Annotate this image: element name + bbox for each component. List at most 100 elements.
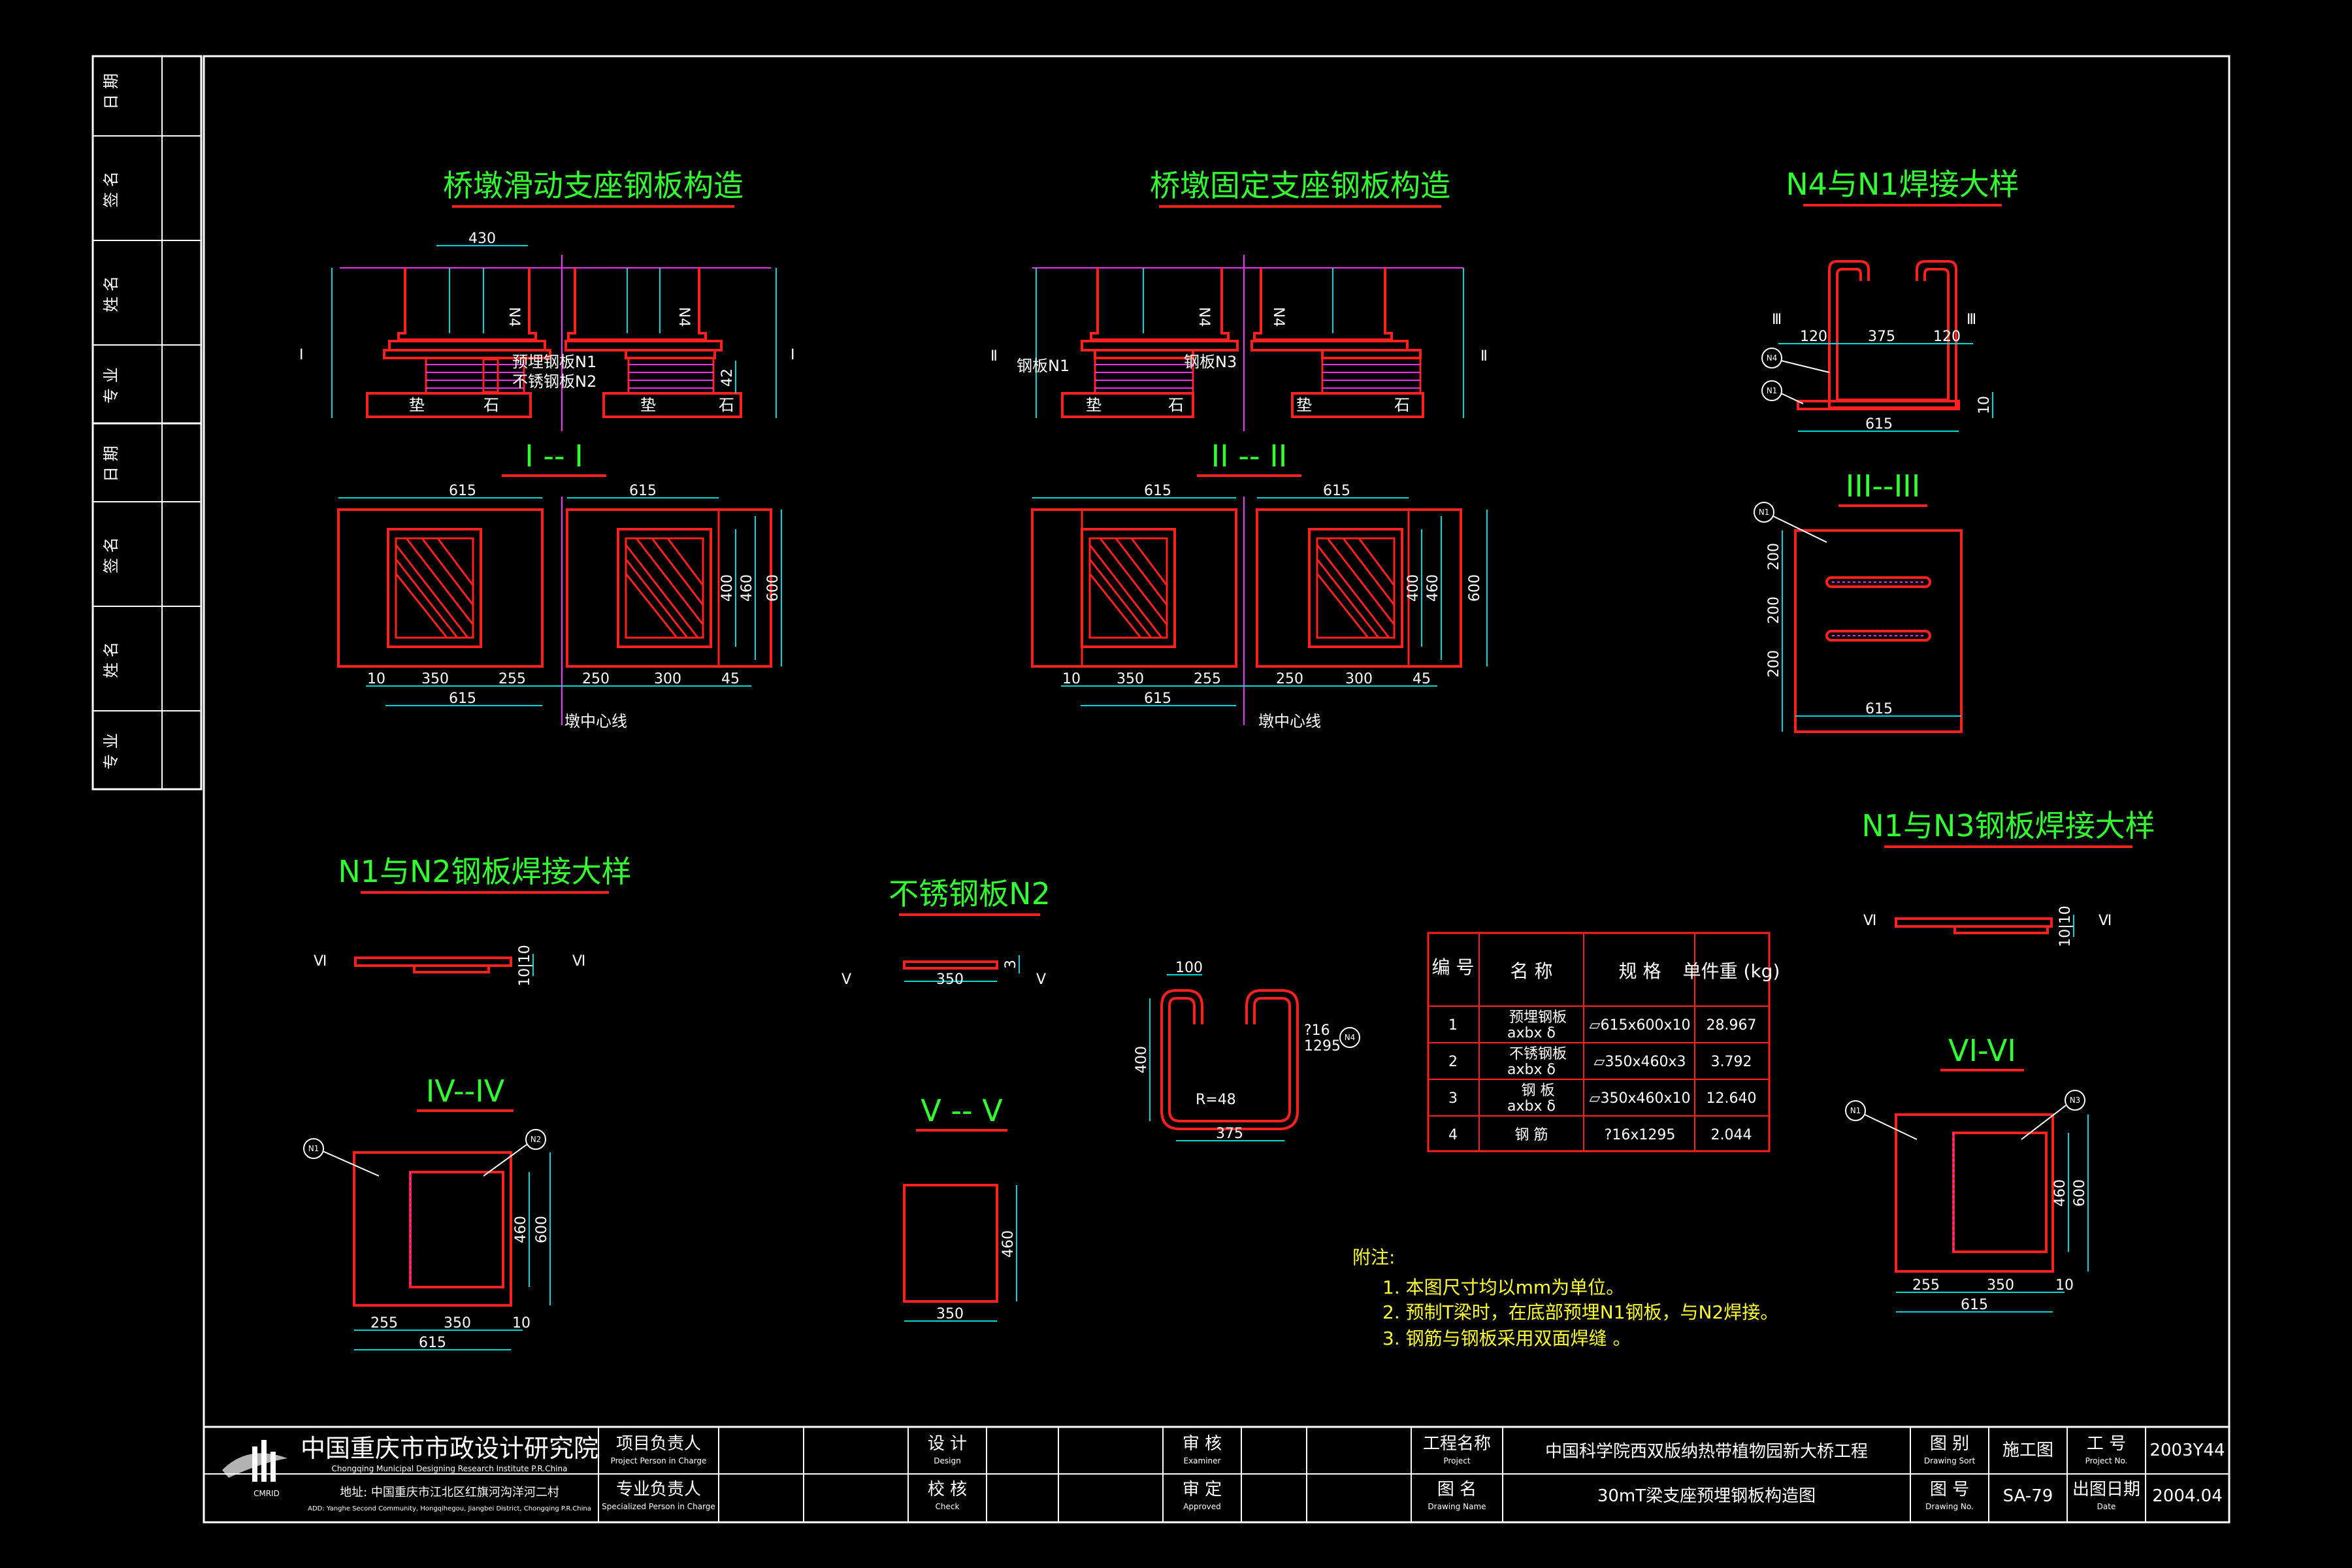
- bubble-n2: N2: [531, 1135, 542, 1144]
- table-row-3-weight: 12.640: [1707, 1090, 1757, 1107]
- label-embed-n1: 预埋钢板N1: [512, 353, 596, 371]
- table-header-no: 编 号: [1432, 956, 1475, 978]
- table-row-1-spec: ▱615x600x10: [1590, 1017, 1691, 1034]
- dim-120-l: 120: [1800, 329, 1827, 345]
- table-row-2-name: 不锈钢板: [1509, 1046, 1567, 1062]
- dim-255-plan2: 255: [1194, 671, 1221, 687]
- label-n4-fr: N4: [1270, 307, 1286, 327]
- tb-sort-label-en: Drawing Sort: [1924, 1456, 1976, 1465]
- section-6-plan: 460 600 255 350 10 615 N1 N3: [1845, 1090, 2089, 1313]
- note-1: 1. 本图尺寸均以mm为单位。: [1382, 1277, 1624, 1298]
- fixed-bearing-elevation: 钢板N1 钢板N3 垫 石 垫 石 N4 N4 Ⅱ Ⅱ: [990, 255, 1488, 431]
- side-signature-column: 日 期 签 名 姓 名 专 业 日 期 签 名 姓 名 专 业: [91, 55, 203, 791]
- dim-615-plan1-l: 615: [449, 483, 476, 499]
- title-slide-bearing: 桥墩滑动支座钢板构造: [443, 168, 743, 203]
- side-label-major-1: 专 业: [102, 367, 120, 404]
- dim-350-plan2: 350: [1117, 671, 1144, 687]
- dim-615-plan1-r: 615: [629, 483, 657, 499]
- table-header-spec: 规 格: [1619, 960, 1661, 982]
- label-n4-l: N4: [506, 307, 522, 327]
- table-row-1-no: 1: [1448, 1017, 1458, 1034]
- logo-text: CMRID: [253, 1489, 280, 1498]
- label-n4-fl: N4: [1196, 307, 1212, 327]
- org-addr-en: ADD: Yanghe Second Community, Hongqihego…: [308, 1505, 591, 1512]
- tb-project-label-en: Project: [1443, 1456, 1470, 1465]
- dim-615-plan1-b: 615: [449, 691, 476, 707]
- dim-300-plan2: 300: [1345, 671, 1373, 687]
- tb-design-en: Design: [934, 1456, 960, 1465]
- tb-sort-label: 图 别: [1930, 1434, 1969, 1454]
- title-stainless-n2: 不锈钢板N2: [889, 876, 1051, 911]
- label-stone-fl: 石: [1168, 396, 1184, 414]
- dim-400-rebar: 400: [1134, 1046, 1150, 1073]
- cut-mark-5-a: Ⅴ: [841, 972, 851, 988]
- dim-45-plan1: 45: [721, 671, 740, 687]
- tb-drawing-label-en: Drawing Name: [1428, 1502, 1486, 1511]
- label-stone-l: 石: [483, 396, 499, 414]
- cut-mark-6-b: Ⅵ: [572, 953, 585, 970]
- dim-200-a: 200: [1766, 543, 1782, 570]
- dim-375: 375: [1868, 329, 1895, 345]
- tb-proj-lead: 项目负责人: [616, 1434, 701, 1454]
- cut-mark-2-l: Ⅱ: [990, 348, 998, 365]
- table-row-1-weight: 28.967: [1707, 1017, 1757, 1034]
- dim-3-n2: 3: [1003, 960, 1019, 969]
- dim-460-plan2: 460: [1425, 574, 1441, 602]
- tb-spec-lead: 专业负责人: [616, 1480, 701, 1499]
- tb-date-value: 2004.04: [2152, 1486, 2223, 1506]
- section-5-plan: 460 350: [903, 1184, 1017, 1322]
- section-label-6: VI-VI: [1948, 1033, 2016, 1068]
- dim-45-plan2: 45: [1413, 671, 1431, 687]
- dim-250-plan2: 250: [1276, 671, 1303, 687]
- tb-projno-label-en: Project No.: [2085, 1456, 2128, 1465]
- table-header-weight: 单件重 (kg): [1683, 960, 1780, 982]
- table-header-name: 名 称: [1511, 960, 1553, 982]
- dim-615-sec4: 615: [419, 1335, 446, 1351]
- material-table: 编 号 名 称 规 格 单件重 (kg) 1 预埋钢板 axbx δ ▱615x…: [1427, 932, 1780, 1152]
- section-label-3: III--III: [1846, 468, 1921, 504]
- dim-460-sec4: 460: [513, 1216, 529, 1243]
- dim-615-n4n1: 615: [1865, 416, 1893, 433]
- org-name-en: Chongqing Municipal Designing Research I…: [332, 1464, 568, 1473]
- label-stone-r: 石: [719, 396, 734, 414]
- label-steel-n3: 钢板N3: [1184, 353, 1237, 371]
- table-row-4-no: 4: [1448, 1127, 1458, 1143]
- tb-projno-label: 工 号: [2087, 1434, 2126, 1454]
- tb-spec-lead-en: Specialized Person in Charge: [602, 1502, 715, 1511]
- tb-review-en: Examiner: [1184, 1456, 1221, 1465]
- stainless-n2-detail: 350 3 Ⅴ Ⅴ: [841, 955, 1046, 988]
- table-row-4-name: 钢 筋: [1515, 1127, 1548, 1143]
- tb-no-value: SA-79: [2003, 1486, 2053, 1506]
- label-pad-l: 垫: [409, 396, 425, 414]
- dim-615-plan2-r: 615: [1323, 483, 1350, 499]
- cut-mark-1-l: Ⅰ: [299, 347, 304, 363]
- section-label-4: IV--IV: [426, 1073, 505, 1109]
- org-name-cn: 中国重庆市市政设计研究院: [301, 1434, 598, 1463]
- dim-250-plan1: 250: [582, 671, 610, 687]
- tb-design: 设 计: [928, 1434, 967, 1454]
- dim-460-plan1: 460: [739, 574, 755, 602]
- side-label-date-2: 日 期: [102, 446, 120, 482]
- n1-n2-weld-detail: 10|10 Ⅵ Ⅵ: [314, 945, 585, 986]
- dim-375-rebar: 375: [1216, 1126, 1243, 1142]
- dim-255-sec6: 255: [1912, 1277, 1940, 1294]
- section-label-5: V -- V: [921, 1093, 1003, 1128]
- tb-project-label: 工程名称: [1423, 1434, 1491, 1454]
- cut-mark-6-c: Ⅵ: [1863, 913, 1876, 929]
- table-row-3-spec: ▱350x460x10: [1590, 1090, 1691, 1107]
- tb-sort-value: 施工图: [2002, 1441, 2053, 1460]
- cut-mark-6-a: Ⅵ: [314, 953, 327, 970]
- label-center-1: 墩中心线: [564, 712, 627, 730]
- label-stone-fr: 石: [1394, 396, 1410, 414]
- cut-mark-3-r: Ⅲ: [1967, 312, 1976, 328]
- tb-check-en: Check: [936, 1502, 960, 1511]
- table-row-2-sub: axbx δ: [1507, 1062, 1556, 1078]
- org-addr-cn: 地址: 中国重庆市江北区红旗河沟洋河二村: [340, 1486, 559, 1499]
- cut-mark-6-d: Ⅵ: [2099, 913, 2112, 929]
- dim-300-plan1: 300: [654, 671, 681, 687]
- dim-460-sec6: 460: [2052, 1179, 2068, 1207]
- notes-title: 附注:: [1352, 1247, 1395, 1268]
- dim-460-sec5: 460: [1000, 1230, 1017, 1258]
- dim-10-plan2: 10: [1062, 671, 1081, 687]
- plan-section-2: 615 615 10 350 255 250 300 45 615 400 46…: [1031, 483, 1488, 730]
